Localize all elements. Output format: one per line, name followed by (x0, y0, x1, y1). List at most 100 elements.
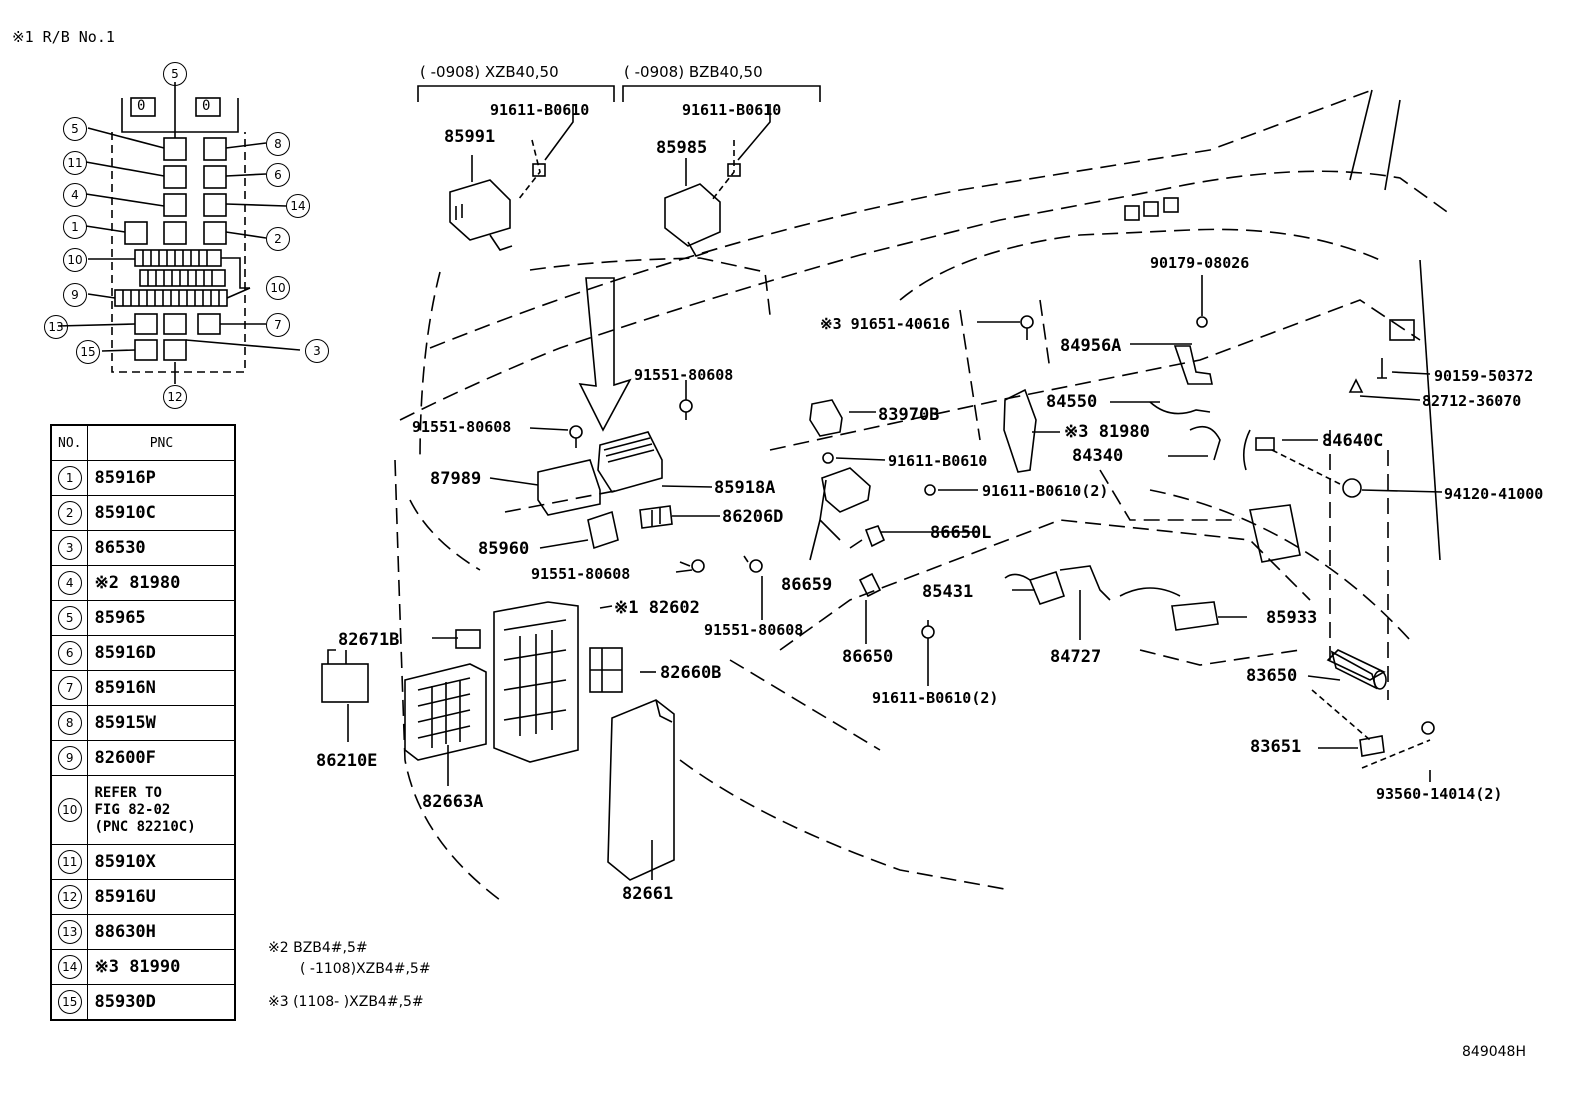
pnc-value: 88630H (87, 914, 236, 950)
relay-block-header: ※1 R/B No.1 (12, 28, 115, 46)
callout-6: 6 (266, 163, 290, 187)
pnc-value: 85916U (87, 879, 236, 915)
part-label: 91611-B0610 (490, 101, 590, 119)
callout-8: 8 (266, 132, 290, 156)
row-number: 15 (57, 990, 82, 1014)
pnc-value: 85916N (87, 670, 236, 706)
row-number: 5 (57, 606, 82, 630)
row-number: 10 (57, 798, 82, 822)
variant-label-right: ( -0908) BZB40,50 (624, 63, 763, 81)
pnc-value: 85910X (87, 844, 236, 880)
part-label: 83650 (1246, 666, 1298, 686)
part-label: 90179-08026 (1150, 254, 1250, 272)
footnote-2a: ※2 BZB4#,5# (268, 940, 368, 956)
part-label: 90159-50372 (1434, 367, 1534, 385)
pnc-value: ※3 81990 (87, 949, 236, 985)
part-label: 82660B (660, 663, 722, 683)
callout-14: 14 (286, 194, 310, 218)
part-label: 83970B (878, 405, 940, 425)
part-label: 86650L (930, 523, 992, 543)
callout-5: 5 (63, 117, 87, 141)
pnc-value: 82600F (87, 740, 236, 776)
part-label: 85991 (444, 127, 496, 147)
slot-label: 0 (202, 98, 211, 114)
pnc-value: 85915W (87, 705, 236, 741)
callout-9: 9 (63, 283, 87, 307)
callout-2: 2 (266, 227, 290, 251)
pnc-value: 85910C (87, 495, 236, 531)
callout-3: 3 (305, 339, 329, 363)
part-label: 94120-41000 (1444, 485, 1544, 503)
row-number: 3 (57, 536, 82, 560)
part-label: 91611-B0610(2) (982, 482, 1109, 500)
table-row: 14※3 81990 (50, 949, 236, 985)
part-label: 84640C (1322, 431, 1384, 451)
part-label: 86206D (722, 507, 784, 527)
pnc-value: 85916D (87, 635, 236, 671)
col-pnc-header: PNC (87, 424, 236, 461)
callout-13: 13 (44, 315, 68, 339)
row-number: 14 (57, 955, 82, 979)
pnc-value: 85965 (87, 600, 236, 636)
part-label: 86659 (781, 575, 833, 595)
part-label: 85985 (656, 138, 708, 158)
callout-1: 1 (63, 215, 87, 239)
row-number: 6 (57, 641, 82, 665)
row-number: 4 (57, 571, 82, 595)
row-number: 13 (57, 920, 82, 944)
part-label: ※1 82602 (614, 598, 700, 618)
pnc-value: ※2 81980 (87, 565, 236, 601)
part-label: 82663A (422, 792, 484, 812)
callout-12: 12 (163, 385, 187, 409)
part-label: 82661 (622, 884, 674, 904)
callout-7: 7 (266, 313, 290, 337)
part-label: 82671B (338, 630, 400, 650)
part-label: 91551-80608 (634, 366, 734, 384)
slot-label: 0 (137, 98, 146, 114)
variant-label-left: ( -0908) XZB40,50 (420, 63, 559, 81)
part-label: 86650 (842, 647, 894, 667)
row-number: 2 (57, 501, 82, 525)
figure-id: 849048H (1462, 1044, 1526, 1060)
part-label: 91551-80608 (531, 565, 631, 583)
pnc-value: 85930D (87, 984, 236, 1021)
part-label: 85933 (1266, 608, 1318, 628)
part-label: 91551-80608 (704, 621, 804, 639)
part-label: 91611-B0610 (888, 452, 988, 470)
relay-block-schematic (57, 82, 301, 384)
callout-10: 10 (63, 248, 87, 272)
part-label: 82712-36070 (1422, 392, 1522, 410)
part-label: 86210E (316, 751, 378, 771)
callout-11: 11 (63, 151, 87, 175)
part-label: 93560-14014(2) (1376, 785, 1503, 803)
pnc-value: 85916P (87, 460, 236, 496)
part-label: 91611-B0610(2) (872, 689, 999, 707)
part-label: 87989 (430, 469, 482, 489)
callout-15: 15 (76, 340, 100, 364)
pnc-value: REFER TO FIG 82-02 (PNC 82210C) (87, 775, 236, 845)
part-label: 91551-80608 (412, 418, 512, 436)
pnc-value: 86530 (87, 530, 236, 566)
footnote-2b: ( -1108)XZB4#,5# (300, 961, 431, 977)
row-number: 7 (57, 676, 82, 700)
callout-4: 4 (63, 183, 87, 207)
part-label: 85960 (478, 539, 530, 559)
part-label: ※3 91651-40616 (820, 315, 950, 333)
part-label: 85918A (714, 478, 776, 498)
part-label: 84550 (1046, 392, 1098, 412)
row-number: 8 (57, 711, 82, 735)
part-label: 84340 (1072, 446, 1124, 466)
